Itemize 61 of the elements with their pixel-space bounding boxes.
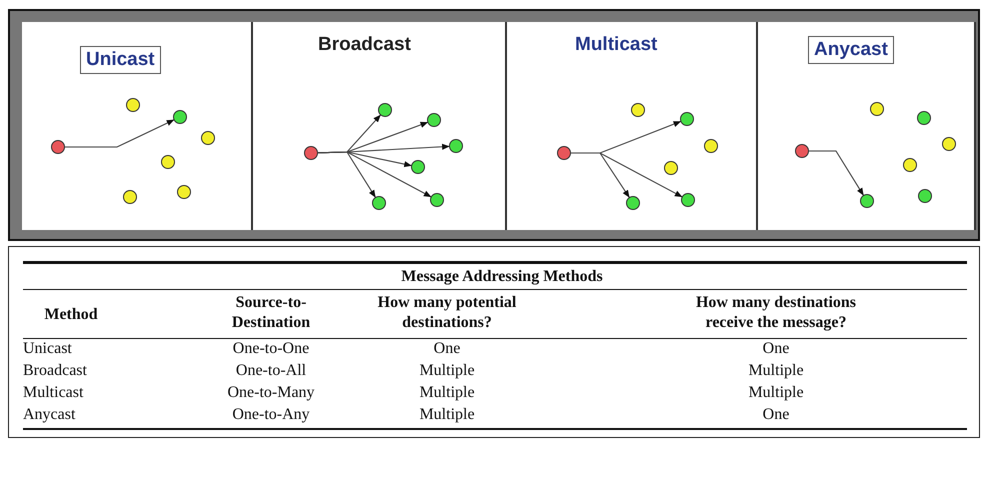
destination-node-circle — [918, 189, 932, 203]
source-node-circle — [304, 146, 318, 160]
host-circle — [664, 161, 678, 175]
arrow — [65, 120, 174, 148]
table-cell: Multiple — [419, 361, 475, 381]
table-cell: Multiple — [419, 405, 475, 425]
column-header: How many destinations receive the message? — [694, 293, 858, 333]
table-cell: One-to-Any — [232, 405, 310, 425]
table-cell: One-to-Many — [227, 383, 315, 403]
host-circle — [631, 103, 645, 117]
table-cell: One — [762, 405, 790, 425]
host-circle — [942, 137, 956, 151]
diagram-panel — [253, 22, 507, 230]
table-cell: One-to-One — [232, 339, 310, 359]
diagram-panel — [507, 22, 758, 230]
destination-node-circle — [427, 113, 441, 127]
destination-node-circle — [680, 112, 694, 126]
table-cell: Multiple — [419, 383, 475, 403]
host-circle — [903, 158, 917, 172]
table-cell: Multiple — [748, 361, 804, 381]
destination-node-circle — [626, 196, 640, 210]
table-title: Message Addressing Methods — [401, 267, 603, 287]
destination-node-circle — [681, 193, 695, 207]
table-cell: Multiple — [748, 383, 804, 403]
table-cell: Unicast — [23, 339, 72, 359]
panel-title: Anycast — [808, 36, 894, 64]
table-cell: One — [434, 339, 460, 359]
destination-node-circle — [917, 111, 931, 125]
host-circle — [161, 155, 175, 169]
source-node-circle — [795, 144, 809, 158]
host-circle — [177, 185, 191, 199]
destination-node-circle — [449, 139, 463, 153]
host-circle — [870, 102, 884, 116]
host-circle — [126, 98, 140, 112]
diagram-panel — [758, 22, 976, 230]
host-circle — [704, 139, 718, 153]
table-cell: One-to-All — [236, 361, 306, 381]
destination-node-circle — [430, 193, 444, 207]
panel-title: Broadcast — [317, 33, 412, 57]
table-cell: Anycast — [23, 405, 76, 425]
column-header: Method — [44, 305, 98, 325]
source-node-circle — [557, 146, 571, 160]
table-cell: Broadcast — [23, 361, 87, 381]
destination-node-circle — [173, 110, 187, 124]
panel-title: Unicast — [80, 46, 161, 74]
host-circle — [201, 131, 215, 145]
diagram-panel — [22, 22, 253, 230]
source-node-circle — [51, 140, 65, 154]
table-cell: Multicast — [23, 383, 84, 403]
destination-node-circle — [860, 194, 874, 208]
destination-node-circle — [372, 196, 386, 210]
arrow — [809, 150, 864, 196]
column-header: How many potential destinations? — [376, 293, 518, 333]
column-header: Source-to-Destination — [230, 293, 312, 333]
arrow — [318, 144, 450, 154]
destination-node-circle — [411, 160, 425, 174]
table-cell: One — [762, 339, 790, 359]
arrow — [571, 152, 682, 198]
panel-title: Multicast — [574, 33, 658, 57]
destination-node-circle — [378, 103, 392, 117]
host-circle — [123, 190, 137, 204]
